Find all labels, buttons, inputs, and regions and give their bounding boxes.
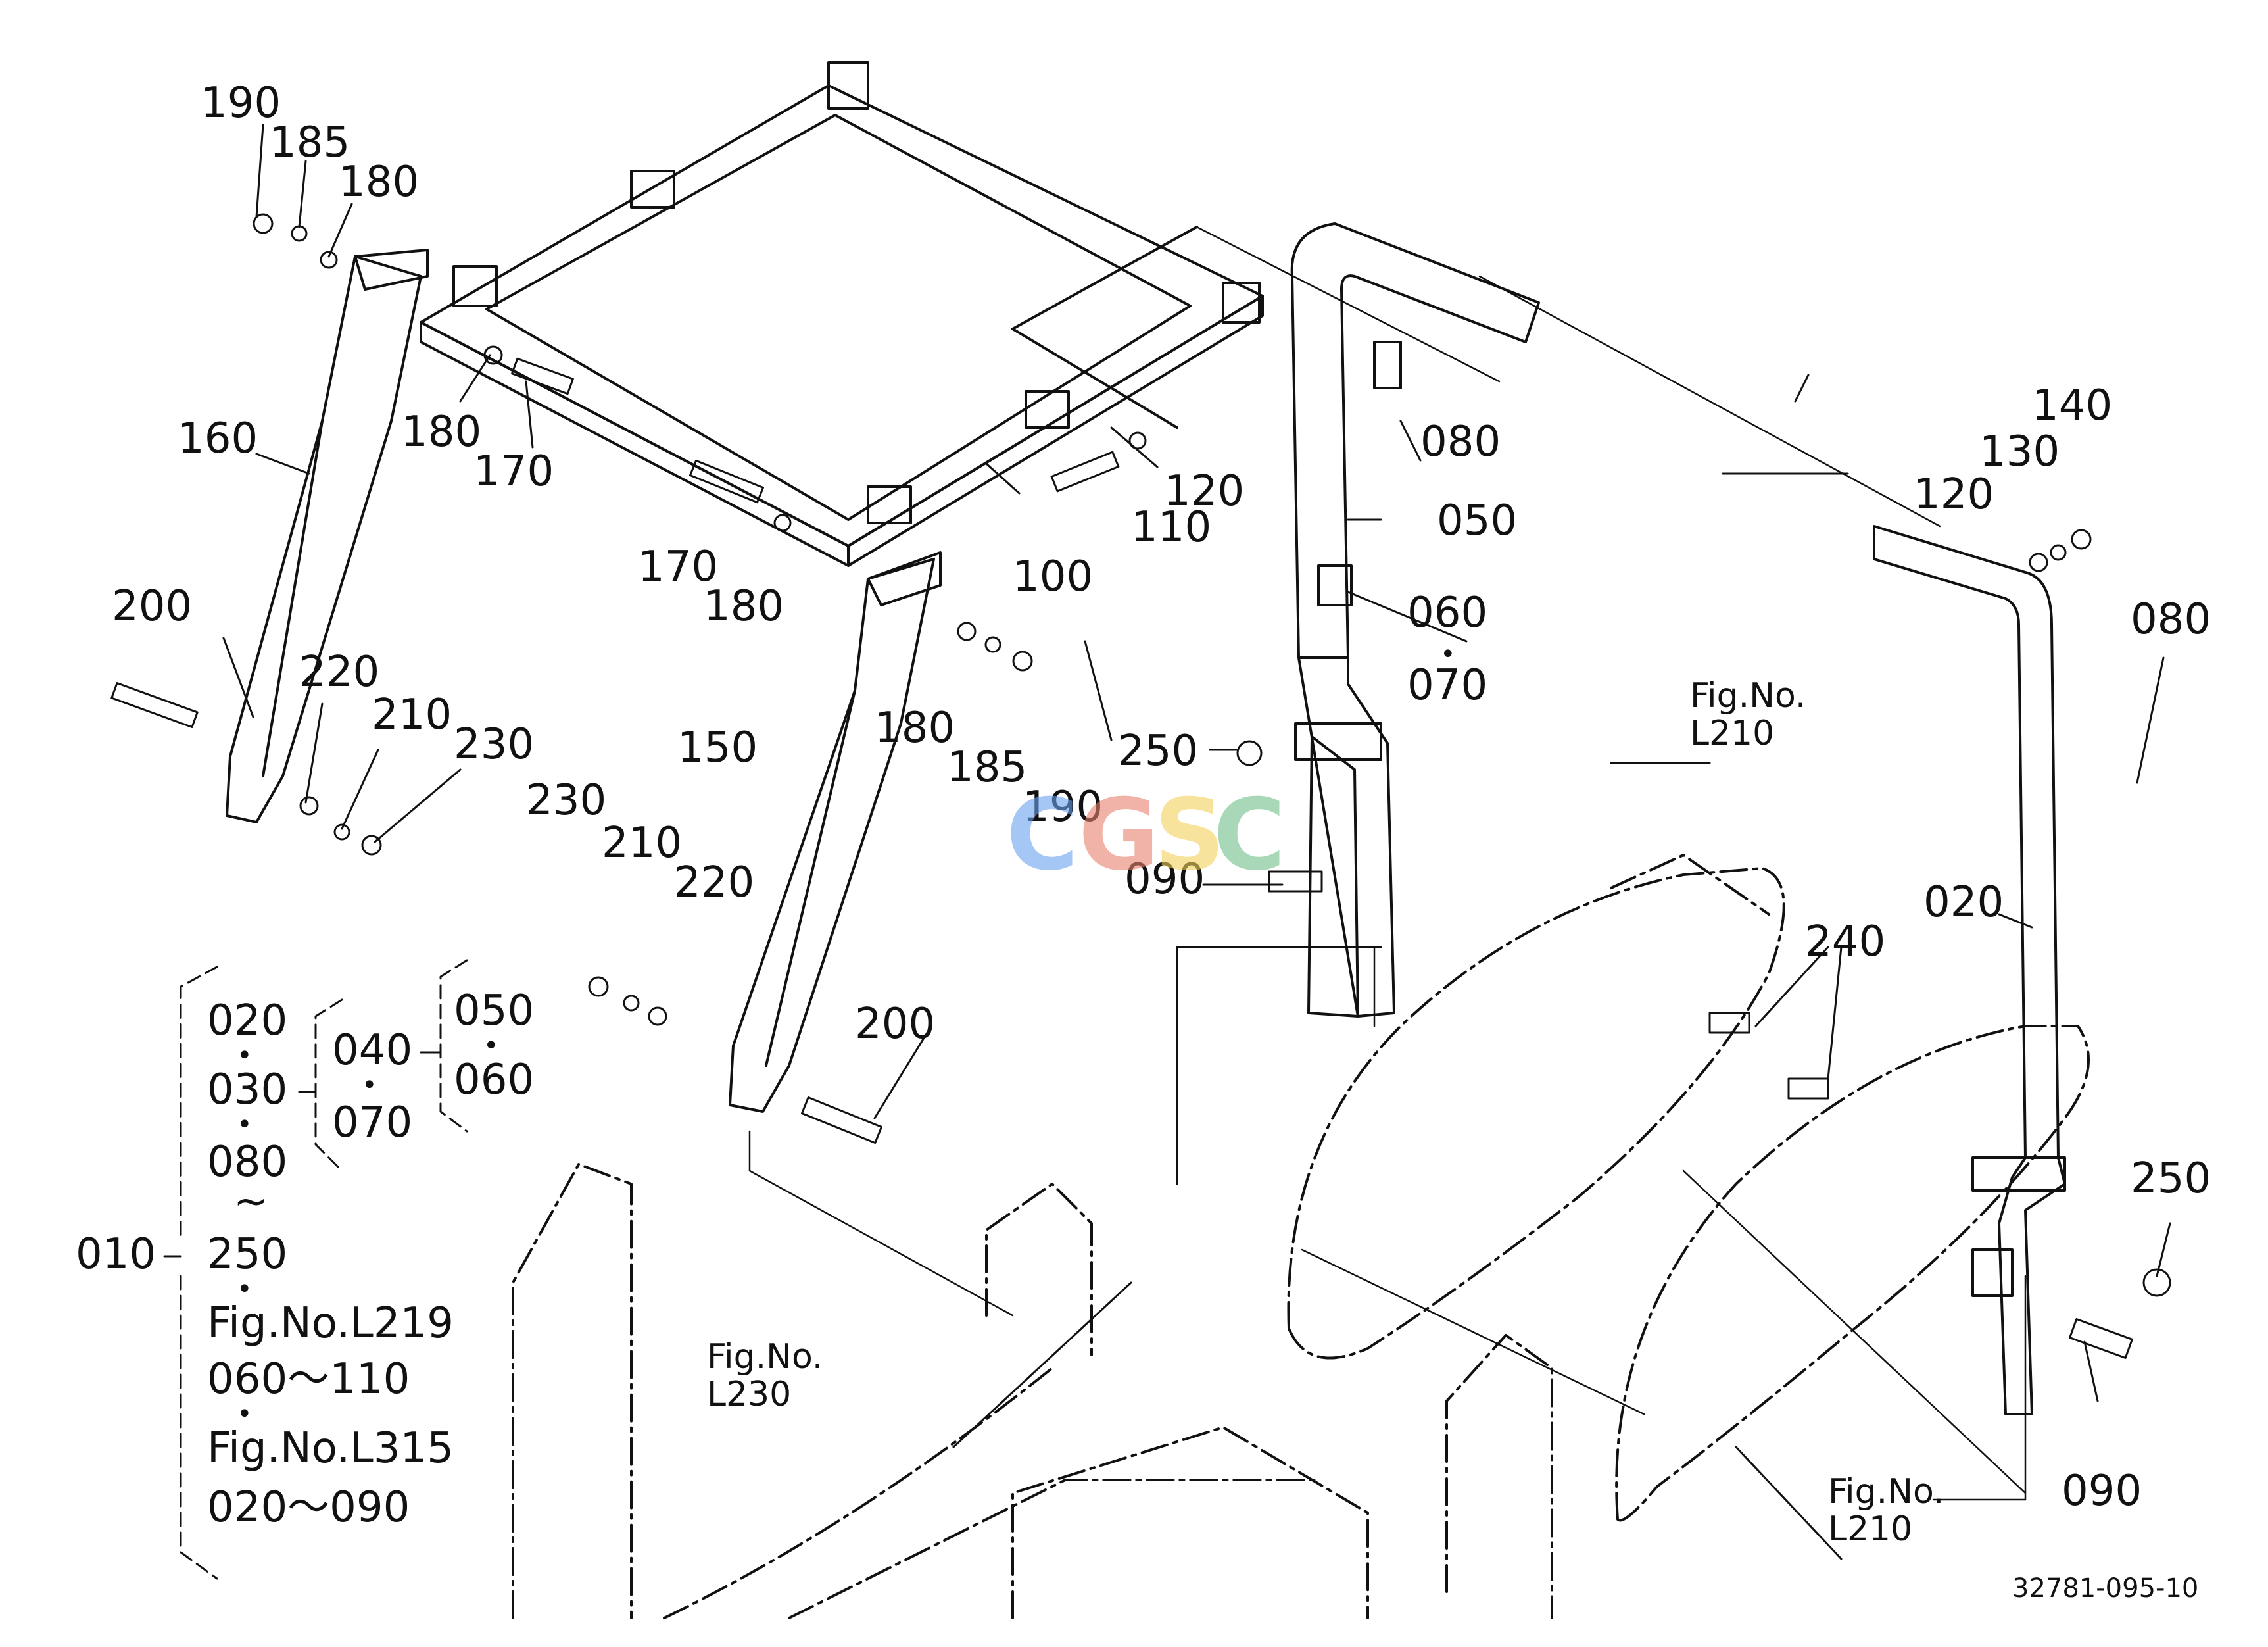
callout-090: 090 [1124,855,1205,904]
callout-180: 180 [339,158,420,207]
drawing-number: 32781-095-10 [2012,1573,2199,1604]
callout-200: 200 [112,582,193,631]
callout-080: 080 [1420,418,1501,466]
callout-120: 120 [1164,467,1245,516]
callout-050: 050 [1437,497,1518,545]
callout-100: 100 [1013,553,1094,601]
legend-ref: Fig.No.L315 [207,1424,454,1473]
legend-item: 250 [207,1230,288,1279]
callout-210: 210 [372,691,452,739]
separator-dot: • [1440,639,1456,670]
watermark-letter: C [1006,778,1079,893]
legend-item: 080 [207,1138,288,1187]
separator-dot: • [362,1070,377,1100]
post-150 [729,551,942,1113]
callout-090: 090 [2062,1467,2142,1515]
callout-160: 160 [178,414,258,463]
leader-lines [222,124,2171,1560]
callout-190: 190 [1023,783,1103,831]
callout-210: 210 [602,819,683,868]
callout-220: 220 [674,858,755,907]
callout-170: 170 [473,447,554,496]
legend-item: 070 [332,1098,413,1147]
callout-185: 185 [270,118,350,167]
callout-180: 180 [401,408,482,456]
callout-240: 240 [1805,918,1886,966]
callout-190: 190 [201,79,281,128]
callout-180: 180 [875,704,955,752]
separator-dot: • [237,1399,253,1429]
callout-170: 170 [638,543,719,591]
legend-item: 060 [454,1056,535,1104]
separator-dot: • [237,1274,253,1304]
legend-item: 030 [207,1066,288,1114]
callout-180: 180 [704,582,784,631]
callout-150: 150 [677,724,758,772]
assembly-lines [748,226,2027,1501]
callout-070: 070 [1407,661,1488,710]
watermark-letter: G [1078,778,1160,893]
figure-reference: Fig.No. L210 [1828,1472,1944,1550]
callout-060: 060 [1407,589,1488,637]
legend-item: 020 [207,996,288,1045]
figure-reference: Fig.No. L230 [707,1337,823,1415]
callout-250: 250 [1118,727,1199,775]
lower-chassis [512,1163,1553,1619]
upright-050 [1290,222,1540,1018]
callout-120: 120 [1914,470,1994,519]
canopy-roof-frame [420,61,1264,567]
callout-220: 220 [299,648,380,697]
callout-130: 130 [1979,428,2060,476]
figure-reference: Fig.No. L210 [1690,676,1806,754]
watermark-letter: S [1154,778,1226,893]
separator-dot: • [237,1110,253,1140]
legend-brackets [180,959,468,1580]
separator-dot: • [237,1041,253,1071]
separator-dot: • [483,1031,499,1061]
legend-item: 040 [332,1026,413,1075]
legend-range: 060～110 [207,1355,410,1404]
legend-root: 010 [76,1230,157,1279]
callout-020: 020 [1923,878,2004,927]
hardware [110,213,2171,1359]
legend-ref: Fig.No.L219 [207,1299,454,1348]
callout-230: 230 [526,776,607,825]
callout-185: 185 [947,743,1028,792]
fender-left [1287,854,1785,1360]
callout-080: 080 [2131,595,2211,644]
legend-item: 050 [454,987,535,1035]
callout-250: 250 [2131,1154,2211,1203]
callout-200: 200 [855,1000,936,1048]
post-160 [226,249,429,823]
callout-110: 110 [1131,503,1212,552]
legend-tilde: ~ [233,1177,269,1226]
upright-020 [1873,525,2066,1415]
callout-140: 140 [2032,381,2113,430]
watermark-letter: C [1213,778,1286,893]
legend-range: 020～090 [207,1483,410,1532]
callout-230: 230 [454,720,535,769]
fender-right [1615,1025,2090,1522]
